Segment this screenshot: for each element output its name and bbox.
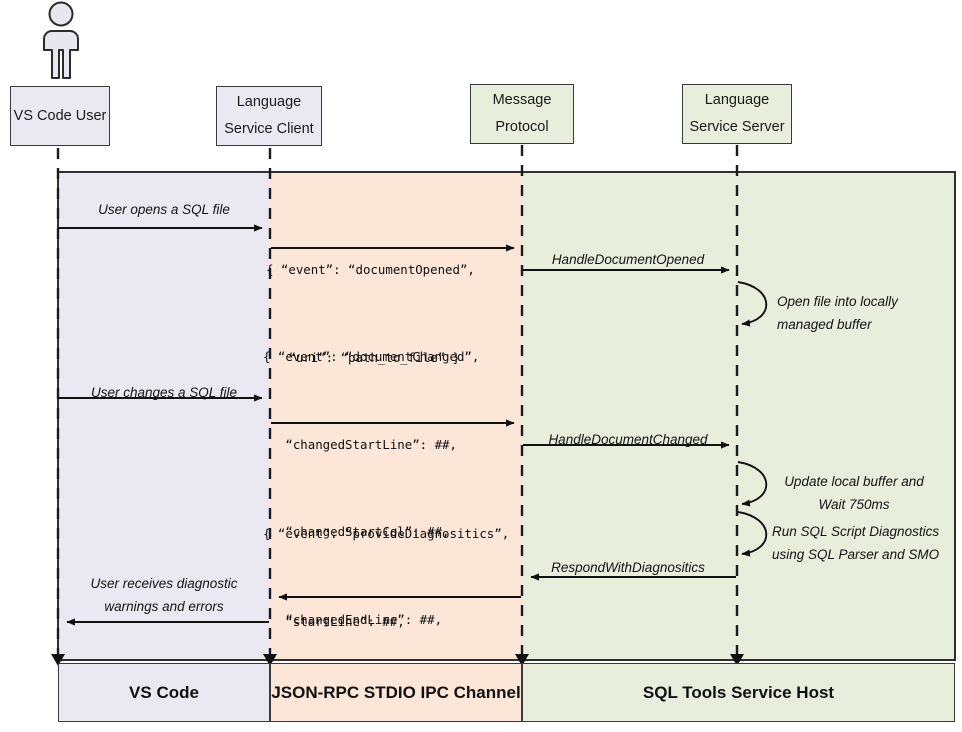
json-line: { “event”: “documentOpened”, xyxy=(266,262,475,278)
message-label-line2: warnings and errors xyxy=(104,599,224,615)
message-label-user-opens-sql-file: User opens a SQL file xyxy=(98,202,230,217)
footer-label: JSON-RPC STDIO IPC Channel xyxy=(271,682,521,702)
message-label-handle-document-opened: HandleDocumentOpened xyxy=(551,252,705,267)
participant-language-service-client[interactable]: Language Service Client xyxy=(216,86,322,146)
participant-label-line2: Service Server xyxy=(689,119,785,135)
footer-label: SQL Tools Service Host xyxy=(642,682,835,702)
note-update-local-buffer: Update local buffer and Wait 750ms xyxy=(772,470,936,516)
message-label-user-changes-sql-file: User changes a SQL file xyxy=(90,385,238,400)
participant-language-service-server[interactable]: Language Service Server xyxy=(682,84,792,144)
message-label-respond-with-diagnositics: RespondWithDiagnositics xyxy=(551,560,705,575)
participant-vscode-user[interactable]: VS Code User xyxy=(10,86,110,146)
json-line: “uri”: “path_to_file” } xyxy=(266,349,460,365)
person-icon xyxy=(43,1,79,79)
footer-label: VS Code xyxy=(129,682,199,702)
json-line: { “event”: “provideDiagnositics”, xyxy=(263,526,510,542)
json-payload-document-opened: { “event”: “documentOpened”, “uri”: “pat… xyxy=(266,197,475,430)
json-line: “changedStartLine”: ##, xyxy=(263,436,457,452)
footer-json-rpc-stdio[interactable]: JSON-RPC STDIO IPC Channel xyxy=(270,663,522,722)
participant-label-line2: Service Client xyxy=(224,121,314,137)
participant-label-line1: VS Code User xyxy=(13,107,107,124)
footer-sql-tools-host[interactable]: SQL Tools Service Host xyxy=(522,663,955,722)
message-label-handle-document-changed: HandleDocumentChanged xyxy=(548,432,708,447)
note-open-file-buffer: Open file into locally managed buffer xyxy=(777,290,898,336)
message-label-line1: User receives diagnostic xyxy=(90,576,238,591)
message-label-user-receives-diagnostics: User receives diagnostic warnings and er… xyxy=(64,572,264,618)
json-line: “changedStartCol”: ##, xyxy=(263,524,450,540)
participant-message-protocol[interactable]: Message Protocol xyxy=(470,84,574,144)
note-run-sql-diagnostics: Run SQL Script Diagnostics using SQL Par… xyxy=(772,520,939,566)
json-line: “changedEndLine”: ##, xyxy=(263,611,443,627)
participant-label-line1: Language xyxy=(704,92,770,109)
footer-vs-code[interactable]: VS Code xyxy=(58,663,270,722)
participant-label-line2: Protocol xyxy=(495,119,549,135)
note-line1: Run SQL Script Diagnostics xyxy=(772,524,940,539)
note-line1: Open file into locally xyxy=(777,294,898,309)
note-line1: Update local buffer and xyxy=(784,474,924,489)
note-line2: managed buffer xyxy=(777,317,872,333)
json-line: “startLine”: ##, xyxy=(263,613,405,629)
participant-label-line1: Language xyxy=(236,94,302,111)
participant-label-line1: Message xyxy=(492,92,552,109)
note-line2: Wait 750ms xyxy=(818,497,890,513)
note-line2: using SQL Parser and SMO xyxy=(772,547,940,563)
self-loop-arrows xyxy=(737,281,768,557)
json-line: { “event”: “documentChanged”, xyxy=(263,349,480,365)
